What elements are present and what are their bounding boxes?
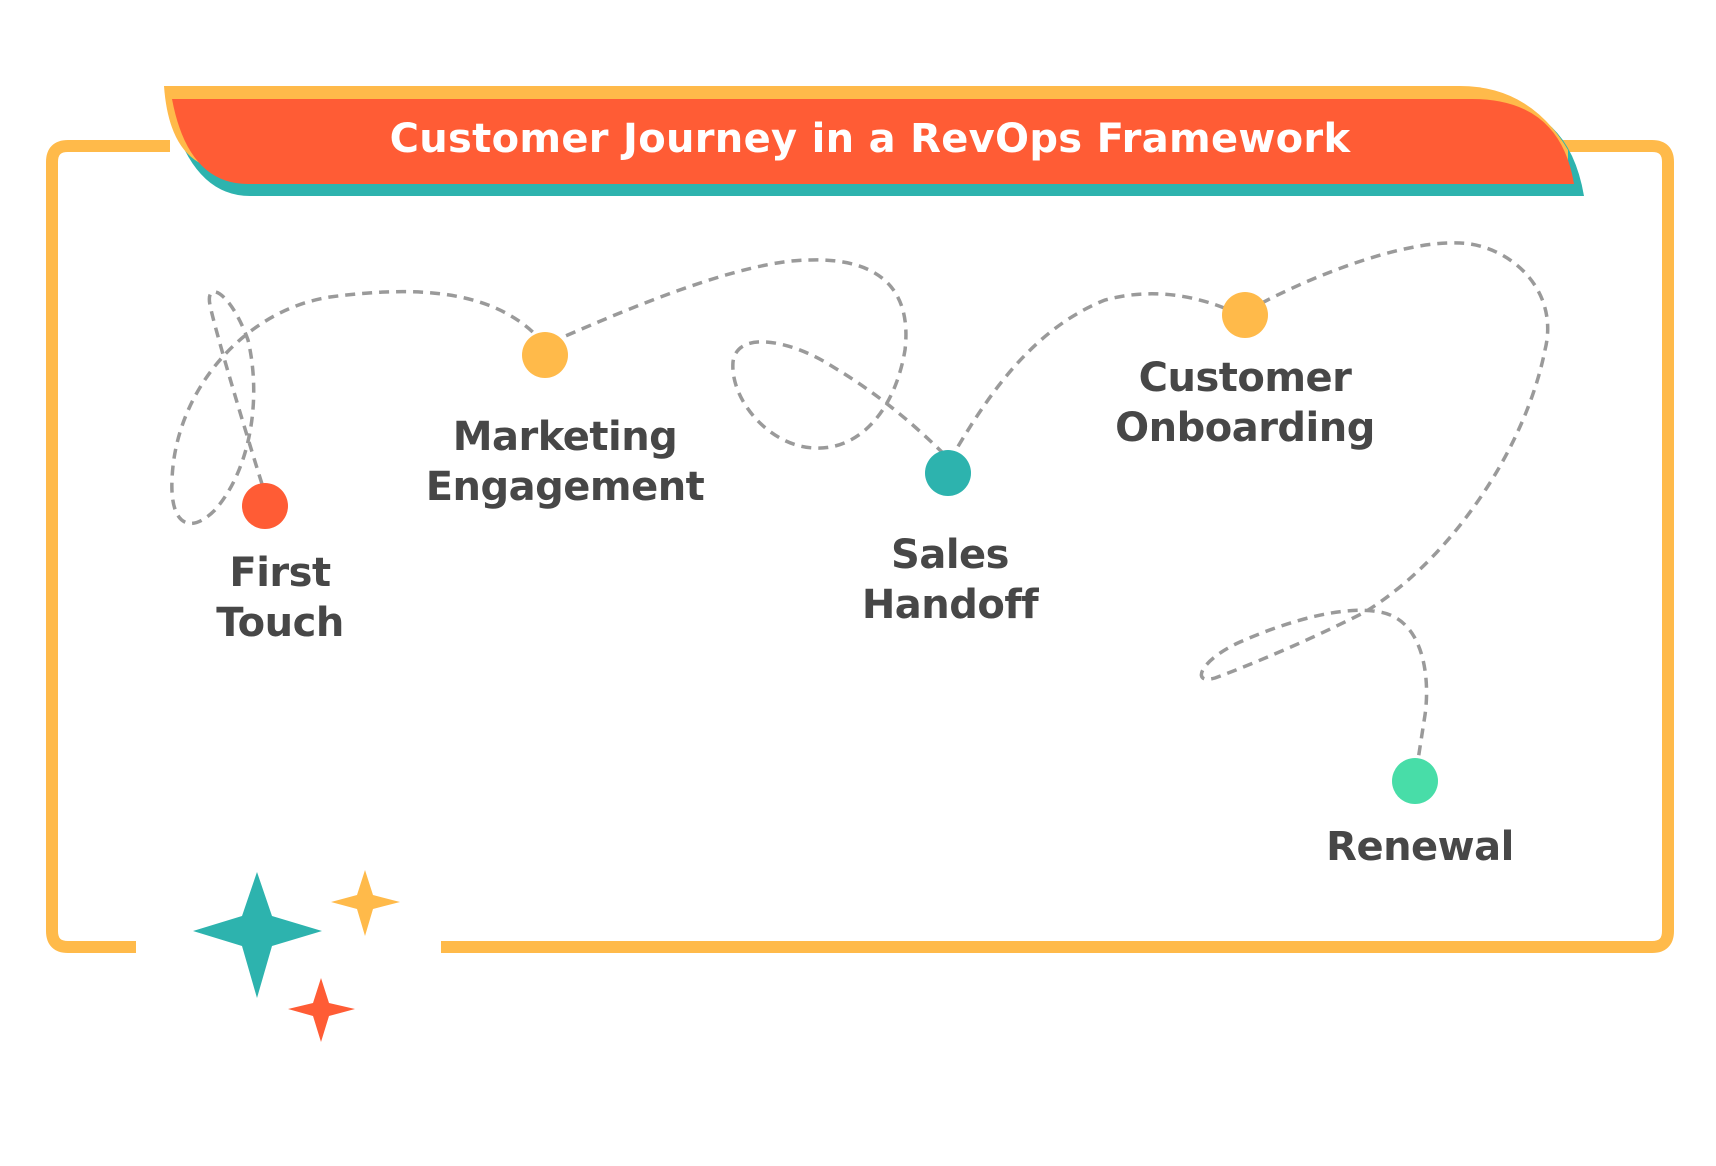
stage-dot-sales-handoff[interactable] [925,450,971,496]
page-title: Customer Journey in a RevOps Framework [389,116,1351,162]
stage-label-marketing-engagement: Marketing Engagement [405,412,725,512]
title-banner [172,99,1574,184]
frame-border [46,140,1674,953]
stage-label-customer-onboarding: Customer Onboarding [1100,353,1390,453]
stage-label-renewal: Renewal [1300,822,1540,872]
sparkle-large-icon [193,872,322,998]
stage-label-line: Touch [216,600,344,646]
stage-label-sales-handoff: Sales Handoff [830,530,1070,630]
stage-dot-customer-onboarding[interactable] [1222,292,1268,338]
stage-dot-renewal[interactable] [1392,758,1438,804]
sparkle-small-icon [288,978,355,1042]
journey-path [170,241,1550,761]
stage-label-line: Customer [1138,355,1352,401]
sparkle-medium-icon [331,870,400,936]
stage-label-line: Marketing [452,414,678,460]
stage-dot-first-touch[interactable] [242,483,288,529]
stage-label-line: Engagement [425,464,705,510]
stage-label-line: Onboarding [1115,405,1375,451]
stage-label-line: Sales [891,532,1009,578]
stage-label-first-touch: First Touch [180,548,380,648]
stage-label-line: First [229,550,331,596]
stage-label-line: Handoff [861,582,1039,628]
stage-label-line: Renewal [1326,824,1514,870]
stage-dot-marketing-engagement[interactable] [522,332,568,378]
